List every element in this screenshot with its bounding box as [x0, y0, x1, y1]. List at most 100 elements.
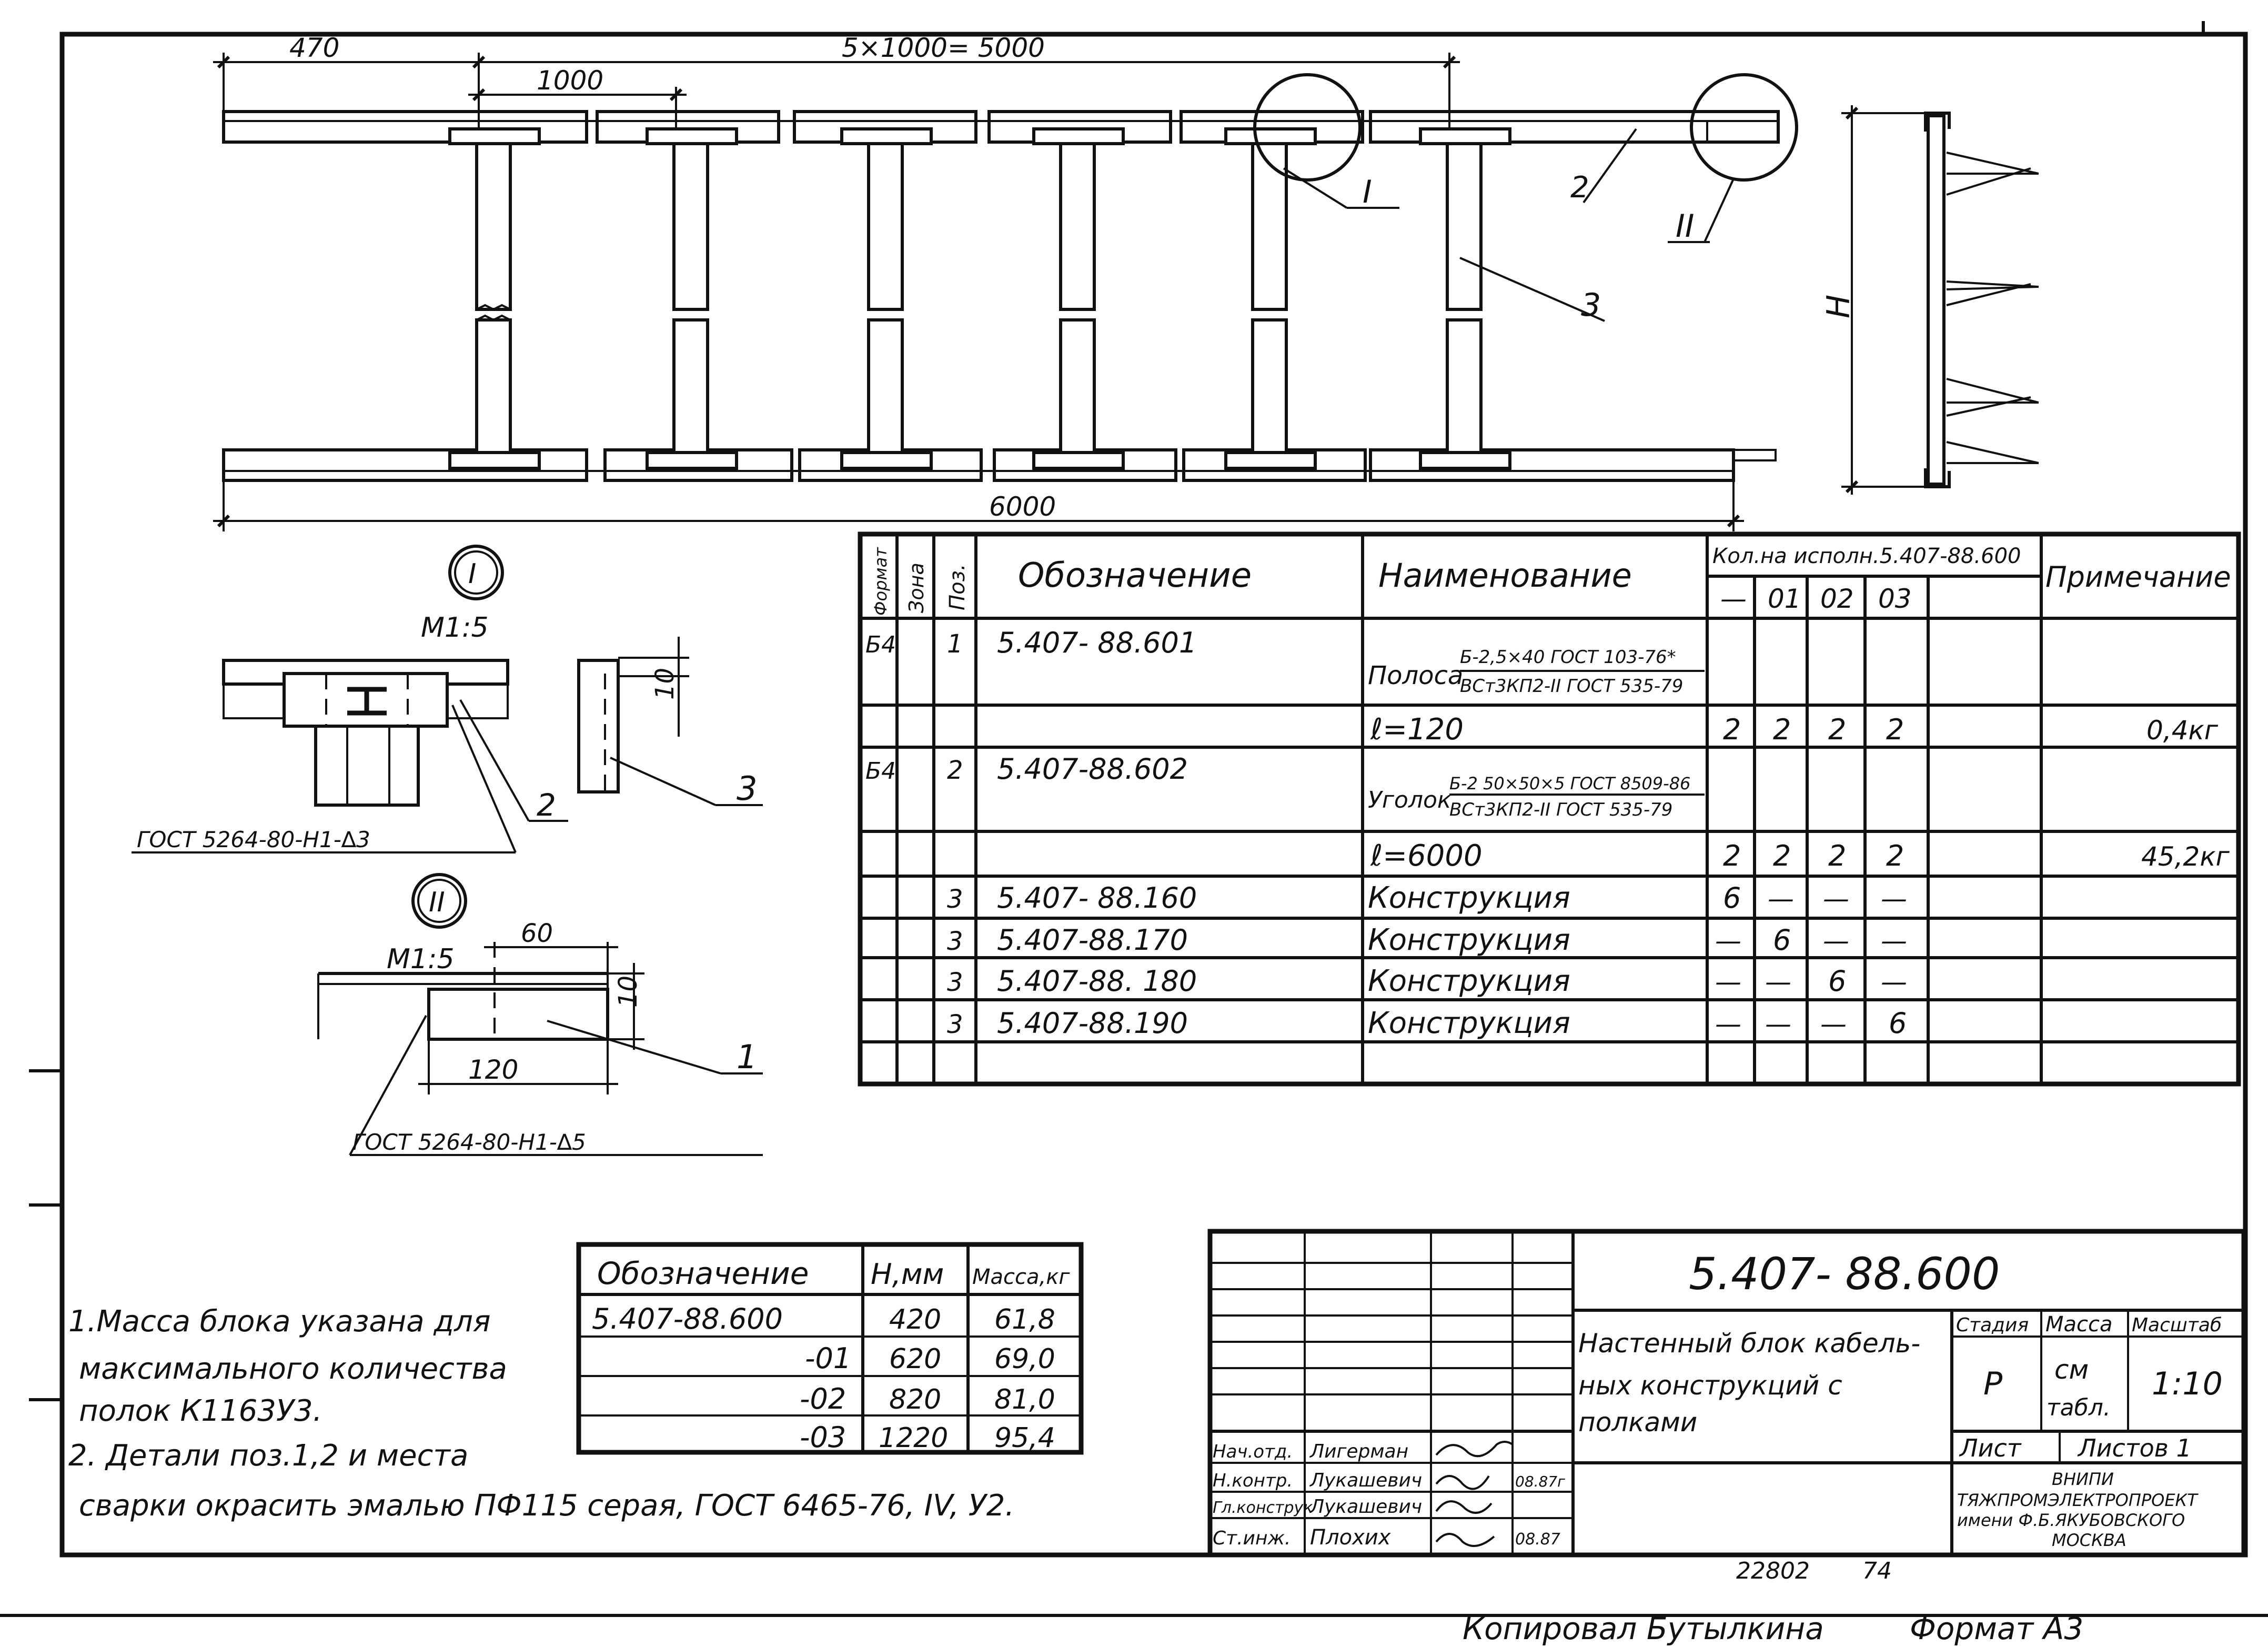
title-role-2: Н.контр. [1213, 1470, 1293, 1491]
title-block-grid [1207, 1229, 2246, 1558]
spec-row-2-q1: 2 [1773, 713, 1791, 746]
title-date-4: 08.87 [1515, 1530, 1560, 1549]
spec-row-1-name: Полоса [1368, 661, 1463, 690]
signature-4 [1435, 1533, 1495, 1547]
spec-row-8-q3: 6 [1889, 1007, 1907, 1040]
spec-row-7-q1: — [1765, 967, 1791, 997]
dim-bottom-total: 6000 [989, 491, 1056, 522]
detail-i-weld: ГОСТ 5264-80-Н1-∆3 [137, 827, 370, 852]
title-role-4: Ст.инж. [1213, 1528, 1291, 1549]
spec-row-7-q3: — [1881, 967, 1907, 997]
variants-row-3-mass: 81,0 [994, 1384, 1055, 1415]
dim-top-total: 5×1000= 5000 [842, 33, 1045, 63]
spec-row-1-format: Б4 [865, 631, 896, 658]
note-1-line-2: максимального количества [79, 1352, 507, 1386]
callout-pos-3: 3 [1581, 287, 1601, 324]
spec-head-name: Наименование [1378, 556, 1632, 595]
variants-row-3-des: -02 [800, 1382, 846, 1415]
spec-row-5-q3: — [1881, 883, 1907, 914]
spec-head-note: Примечание [2045, 560, 2231, 594]
variants-row-4-des: -03 [800, 1421, 846, 1454]
detail-i-mark: I [468, 558, 476, 590]
spec-row-3-designation: 5.407-88.602 [997, 752, 1188, 786]
spec-row-3-format: Б4 [865, 758, 896, 785]
spec-row-6-designation: 5.407-88.170 [997, 923, 1188, 957]
spec-row-8-designation: 5.407-88.190 [997, 1007, 1188, 1040]
spec-head-format: Формат [871, 547, 891, 616]
footer-inventory-number-2: 74 [1862, 1558, 1892, 1584]
spec-row-1-name-top: Б-2,5×40 ГОСТ 103-76* [1460, 647, 1676, 668]
detail-ii-pos-1: 1 [737, 1038, 757, 1076]
spec-row-5-designation: 5.407- 88.160 [997, 881, 1197, 915]
spec-row-6-pos: 3 [947, 927, 963, 956]
detail-i-pos-3: 3 [737, 769, 757, 808]
signature-3 [1435, 1500, 1493, 1514]
spec-row-4-q1: 2 [1773, 839, 1791, 872]
detail-i [132, 545, 763, 853]
spec-row-1-designation: 5.407- 88.601 [997, 626, 1197, 659]
variants-row-4-h: 1220 [879, 1422, 948, 1454]
detail-i-pos-2: 2 [537, 787, 556, 823]
spec-row-6-q3: — [1881, 926, 1907, 956]
note-1-line-3: полок К1163У3. [79, 1394, 322, 1428]
spec-row-4-q0: 2 [1723, 839, 1741, 872]
spec-row-2-name: ℓ=120 [1370, 712, 1464, 747]
spec-row-5-q2: — [1823, 883, 1849, 914]
spec-row-4-q2: 2 [1828, 839, 1846, 872]
variants-table-grid [576, 1242, 1084, 1455]
spec-row-6-q1: 6 [1773, 923, 1791, 957]
spec-row-5-q0: 6 [1723, 881, 1741, 915]
spec-row-6-name: Конструкция [1368, 923, 1570, 957]
footer-inventory-number: 22802 [1736, 1558, 1810, 1584]
spec-row-7-pos: 3 [947, 968, 963, 997]
callout-pos-2: 2 [1570, 170, 1589, 205]
spec-head-q1: 01 [1768, 584, 1801, 614]
footer-format: Формат А3 [1910, 1611, 2083, 1646]
spec-row-4-name: ℓ=6000 [1370, 839, 1483, 873]
spec-head-q0: — [1720, 584, 1747, 614]
spec-row-3-pos: 2 [947, 756, 963, 785]
detail-i-scale: М1:5 [421, 612, 489, 644]
title-sheet-label: Лист [1959, 1434, 2022, 1462]
title-name-4: Плохих [1310, 1525, 1391, 1550]
spec-row-8-q2: — [1820, 1009, 1847, 1039]
spec-row-2-note: 0,4кг [2146, 715, 2219, 746]
title-name-3: Лукашевич [1309, 1496, 1422, 1518]
title-line-2: ных конструкций с [1578, 1370, 1842, 1401]
posts [448, 127, 1511, 470]
spec-row-2-q3: 2 [1886, 713, 1904, 746]
dim-height-h: H [1820, 295, 1857, 318]
spec-row-4-note: 45,2кг [2141, 841, 2230, 872]
title-mass-2: табл. [2047, 1394, 2111, 1421]
title-scale-label: Масштаб [2132, 1314, 2222, 1336]
dim-top-offset: 470 [289, 33, 339, 63]
title-org-2: ТЯЖПРОМЭЛЕКТРОПРОЕКТ [1957, 1490, 2199, 1510]
spec-row-3-name-top: Б-2 50×50×5 ГОСТ 8509-86 [1449, 774, 1690, 794]
title-role-3: Гл.конструк [1213, 1499, 1313, 1517]
title-line-3: полками [1578, 1407, 1697, 1438]
spec-row-8-q0: — [1715, 1009, 1741, 1039]
spec-row-7-designation: 5.407-88. 180 [997, 965, 1197, 998]
spec-row-5-name: Конструкция [1368, 881, 1570, 915]
detail-i-dim: 10 [650, 668, 680, 700]
title-org-3: имени Ф.Б.ЯКУБОВСКОГО [1957, 1510, 2185, 1530]
dim-top-pitch: 1000 [537, 65, 603, 96]
footer-copied-by: Копировал Бутылкина [1463, 1611, 1824, 1646]
variants-row-4-mass: 95,4 [994, 1422, 1055, 1454]
detail-ii-mark: II [429, 887, 445, 918]
spec-row-6-q0: — [1715, 926, 1741, 956]
spec-row-5-pos: 3 [947, 885, 963, 914]
spec-head-zone: Зона [905, 563, 928, 613]
spec-row-7-q0: — [1715, 967, 1741, 997]
spec-row-8-q1: — [1765, 1009, 1791, 1039]
spec-row-6-q2: — [1823, 926, 1849, 956]
spec-head-q2: 02 [1820, 584, 1854, 614]
detail-ii-scale: М1:5 [387, 943, 455, 975]
title-sheets-label: Листов 1 [2077, 1434, 2192, 1462]
callout-detail-ii: II [1676, 208, 1694, 245]
spec-row-1-name-bottom: ВСт3КП2-II ГОСТ 535-79 [1460, 676, 1683, 697]
spec-row-7-q2: 6 [1828, 965, 1846, 998]
spec-table-grid [858, 531, 2241, 1087]
note-2-line-1: 2. Детали поз.1,2 и места [68, 1439, 468, 1473]
